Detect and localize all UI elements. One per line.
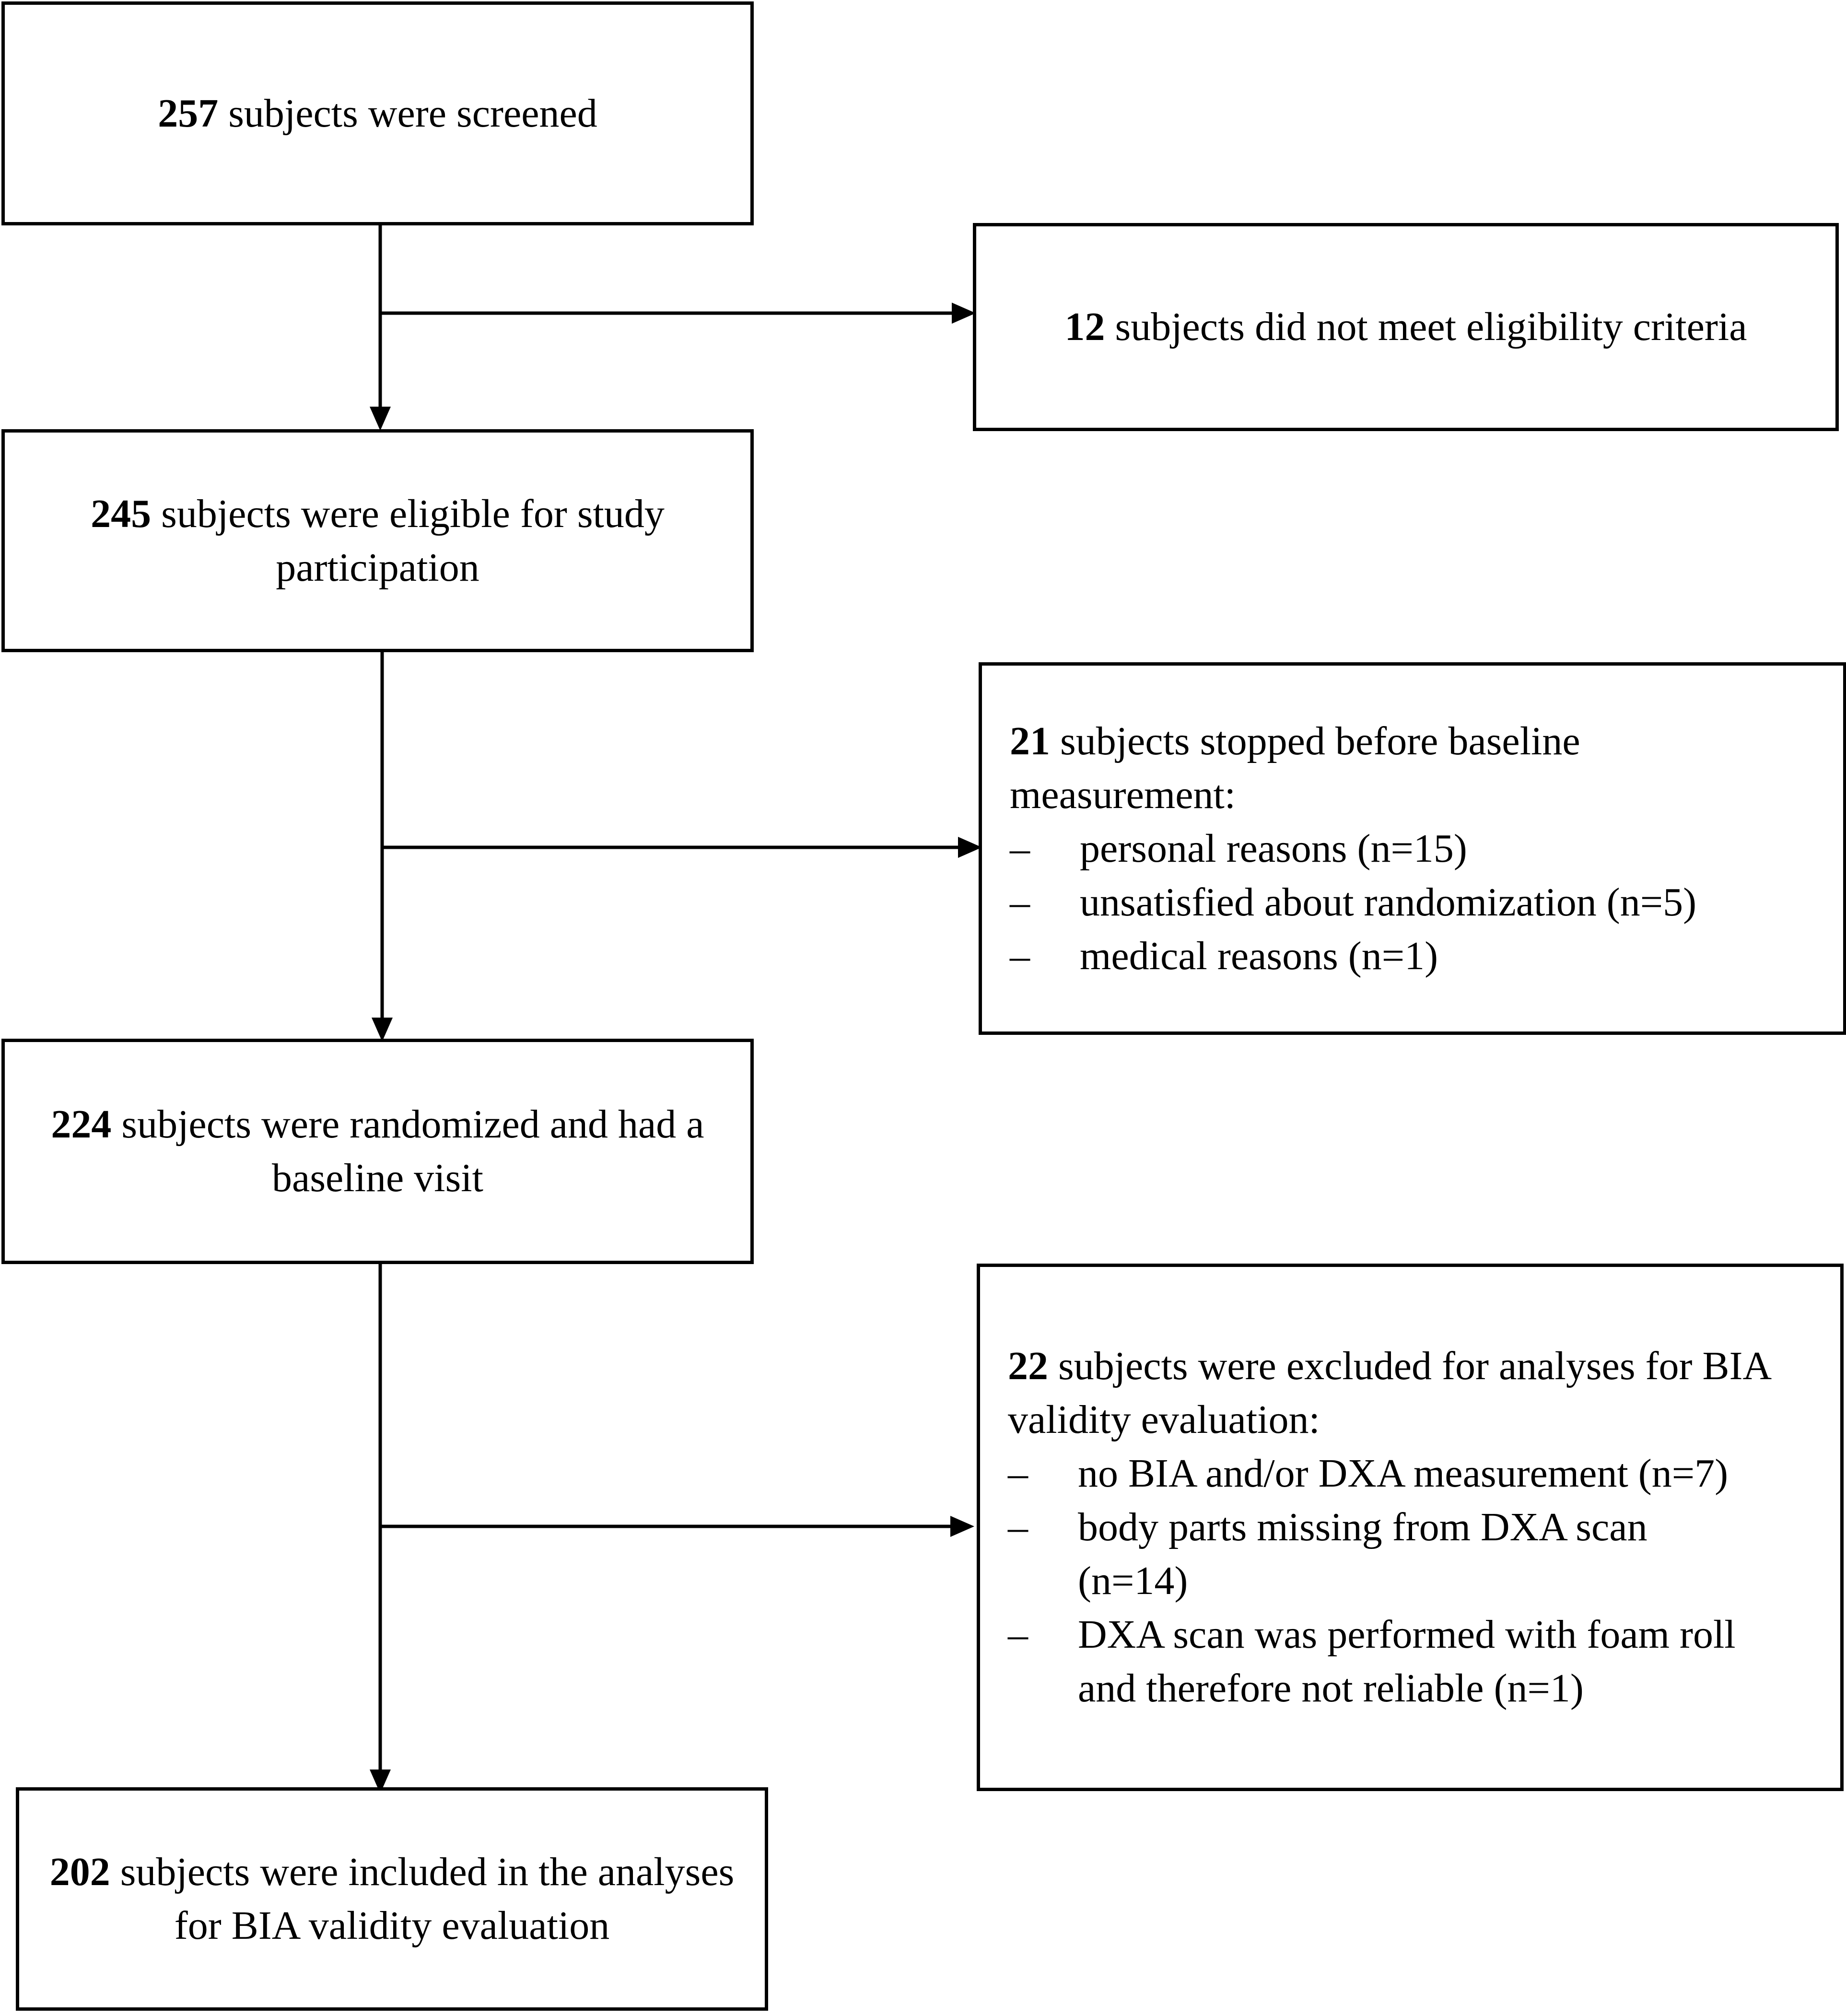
not-eligible-label: subjects did not meet eligibility criter… — [1105, 305, 1747, 349]
excluded-count: 22 — [1008, 1344, 1048, 1388]
not-eligible-text: 12 subjects did not meet eligibility cri… — [998, 300, 1813, 354]
eligible-label: subjects were eligible for study partici… — [151, 491, 665, 590]
included-label: subjects were included in the analyses f… — [110, 1850, 735, 1948]
excluded-box: 22 subjects were excluded for analyses f… — [977, 1264, 1844, 1791]
included-text: 202 subjects were included in the analys… — [42, 1845, 742, 1953]
arrowhead-not-eligible — [952, 303, 976, 324]
included-count: 202 — [49, 1850, 110, 1894]
reason-text: body parts missing from DXA scan (n=14) — [1078, 1505, 1647, 1603]
randomized-box: 224 subjects were randomized and had a b… — [1, 1039, 754, 1264]
randomized-label: subjects were randomized and had a basel… — [111, 1102, 704, 1200]
list-item: – body parts missing from DXA scan (n=14) — [1008, 1500, 1756, 1608]
stopped-count: 21 — [1010, 718, 1050, 763]
list-item: – personal reasons (n=15) — [1010, 822, 1696, 876]
arrowhead-eligible — [370, 407, 391, 431]
reason-text: unsatisfied about randomization (n=5) — [1080, 879, 1697, 925]
arrowhead-excluded — [950, 1516, 974, 1537]
reason-text: medical reasons (n=1) — [1080, 933, 1438, 978]
arrowhead-included — [370, 1770, 391, 1793]
screened-count: 257 — [158, 91, 219, 136]
stopped-heading: 21 subjects stopped before baseline meas… — [1010, 715, 1681, 822]
randomized-text: 224 subjects were randomized and had a b… — [42, 1098, 713, 1205]
excluded-reasons-list: – no BIA and/or DXA measurement (n=7) – bo… — [1008, 1447, 1756, 1715]
not-eligible-box: 12 subjects did not meet eligibility cri… — [973, 223, 1839, 431]
list-item: – no BIA and/or DXA measurement (n=7) — [1008, 1447, 1756, 1500]
list-item: – medical reasons (n=1) — [1010, 929, 1696, 983]
dash-bullet: – — [1008, 1505, 1028, 1549]
dash-bullet: – — [1010, 826, 1030, 871]
stopped-label: subjects stopped before baseline measure… — [1010, 718, 1580, 817]
randomized-count: 224 — [51, 1102, 112, 1147]
dash-bullet: – — [1008, 1451, 1028, 1496]
arrowhead-stopped — [958, 837, 982, 858]
reason-text: no BIA and/or DXA measurement (n=7) — [1078, 1451, 1729, 1496]
screened-label: subjects were screened — [218, 91, 597, 136]
eligible-count: 245 — [91, 491, 152, 536]
not-eligible-count: 12 — [1064, 305, 1105, 349]
reason-text: personal reasons (n=15) — [1080, 826, 1467, 871]
eligible-box: 245 subjects were eligible for study par… — [1, 429, 754, 652]
eligible-text: 245 subjects were eligible for study par… — [42, 487, 713, 595]
list-item: – unsatisfied about randomization (n=5) — [1010, 876, 1696, 929]
reason-text: DXA scan was performed with foam roll an… — [1078, 1612, 1736, 1711]
dash-bullet: – — [1010, 879, 1030, 925]
screened-text: 257 subjects were screened — [42, 87, 713, 141]
stopped-reasons-list: – personal reasons (n=15) – unsatisfied ab… — [1010, 822, 1696, 983]
list-item: – DXA scan was performed with foam roll a… — [1008, 1608, 1756, 1715]
dash-bullet: – — [1010, 933, 1030, 978]
excluded-label: subjects were excluded for analyses for … — [1008, 1344, 1770, 1442]
stopped-box: 21 subjects stopped before baseline meas… — [979, 662, 1846, 1035]
dash-bullet: – — [1008, 1612, 1028, 1657]
excluded-heading: 22 subjects were excluded for analyses f… — [1008, 1339, 1775, 1447]
screened-box: 257 subjects were screened — [1, 1, 754, 225]
included-box: 202 subjects were included in the analys… — [16, 1787, 768, 2011]
arrowhead-randomized — [372, 1018, 393, 1042]
